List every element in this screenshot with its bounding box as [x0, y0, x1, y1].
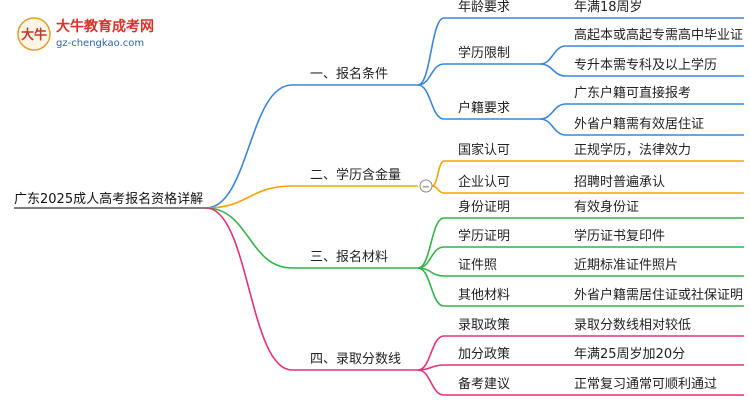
leaf-node-1-1-1: 年满18周岁: [574, 0, 643, 15]
child-edge-3-1: [417, 217, 445, 269]
child-node-3-1: 身份证明: [458, 199, 510, 215]
child-edge-4-1: [417, 335, 445, 371]
leaf-node-1-3-1: 广东户籍可直接报考: [574, 85, 691, 101]
child-edge-1-1: [417, 17, 445, 86]
child-node-4-1: 录取政策: [458, 317, 510, 333]
leaf-node-3-2-1: 学历证书复印件: [574, 228, 665, 244]
branch-edge-1: [205, 84, 293, 209]
branch-node-3: 三、报名材料: [310, 249, 388, 265]
leaf-node-2-2-1: 招聘时普遍承认: [574, 174, 665, 190]
child-edge-3-2: [417, 246, 445, 269]
logo: 大牛 大牛教育成考网 gz-chengkao.com: [17, 17, 154, 51]
mindmap-edges: [14, 17, 744, 396]
leaf-node-1-2-2: 专升本需专科及以上学历: [574, 57, 717, 73]
child-node-2-1: 国家认可: [458, 142, 510, 158]
leaf-node-3-1-1: 有效身份证: [574, 199, 639, 215]
leaf-node-2-1-1: 正规学历，法律效力: [574, 142, 691, 158]
branch-node-4: 四、录取分数线: [310, 352, 401, 367]
child-edge-2-1: [431, 160, 445, 187]
root-node-label: 广东2025成人高考报名资格详解: [14, 191, 203, 207]
logo-title: 大牛教育成考网: [56, 18, 154, 35]
child-edge-3-4: [417, 267, 445, 307]
branch-edge-2: [205, 185, 293, 209]
leaf-edge-1-2-2: [539, 63, 567, 77]
logo-seal-text: 大牛: [21, 27, 47, 43]
branch-node-1: 一、报名条件: [310, 66, 388, 82]
child-node-1-1: 年龄要求: [458, 0, 510, 15]
leaf-node-3-4-1: 外省户籍需居住证或社保证明: [574, 287, 743, 303]
child-edge-4-2: [417, 364, 445, 371]
collapse-toggle-icon[interactable]: −: [419, 179, 433, 193]
leaf-edge-1-3-2: [539, 118, 567, 136]
logo-seal-icon: [17, 17, 51, 51]
leaf-edge-1-2-1: [539, 45, 567, 65]
leaf-edge-1-3-1: [539, 103, 567, 120]
child-node-1-3: 户籍要求: [458, 100, 510, 116]
child-node-3-4: 其他材料: [458, 288, 510, 303]
child-node-1-2: 学历限制: [458, 45, 510, 61]
leaf-node-3-3-1: 近期标准证件照片: [574, 258, 678, 273]
child-node-3-2: 学历证明: [458, 228, 510, 244]
branch-edge-3: [205, 207, 293, 269]
leaf-node-4-2-1: 年满25周岁加20分: [574, 347, 685, 362]
logo-url: gz-chengkao.com: [56, 38, 144, 49]
child-edge-4-3: [417, 369, 445, 396]
leaf-node-1-3-2: 外省户籍需有效居住证: [574, 116, 704, 132]
child-node-3-3: 证件照: [458, 258, 497, 273]
leaf-node-1-2-1: 高起本或高起专需高中毕业证: [574, 27, 743, 43]
child-edge-2-2: [431, 185, 445, 194]
branch-edge-4: [205, 207, 293, 371]
collapse-toggle-circle: [419, 179, 433, 193]
collapse-toggle-symbol: −: [422, 182, 430, 193]
leaf-node-4-3-1: 正常复习通常可顺利通过: [574, 377, 717, 392]
leaf-node-4-1-1: 录取分数线相对较低: [574, 318, 691, 333]
child-edge-1-2: [417, 63, 445, 86]
child-node-2-2: 企业认可: [458, 174, 510, 190]
child-node-4-2: 加分政策: [458, 346, 510, 362]
child-edge-1-3: [417, 84, 445, 120]
child-node-4-3: 备考建议: [458, 376, 510, 392]
branch-node-2: 二、学历含金量: [310, 167, 401, 183]
